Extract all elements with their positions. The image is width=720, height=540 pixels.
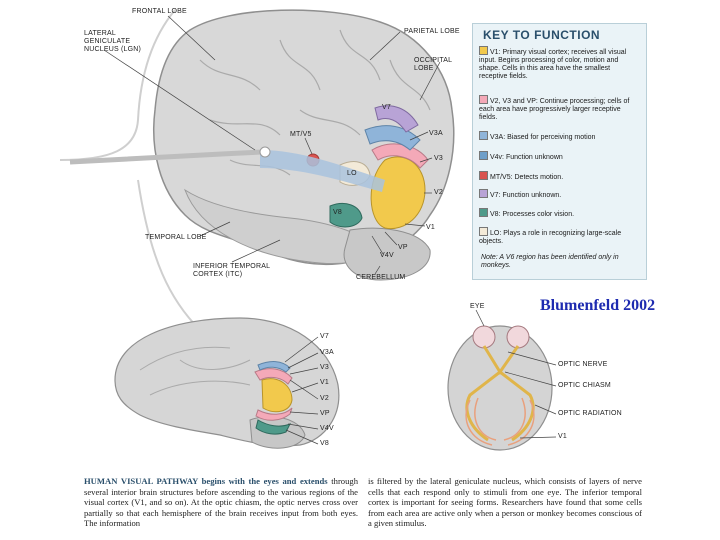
medial-v1	[261, 378, 293, 413]
gyri-lines	[199, 29, 431, 176]
label-ventral-v1: V1	[558, 433, 567, 440]
key-swatch	[479, 171, 488, 180]
medial-label: V2	[320, 395, 329, 402]
key-text: V7: Function unknown.	[490, 192, 562, 199]
label-cerebellum: CEREBELLUM	[356, 274, 406, 281]
key-text: V4v: Function unknown	[490, 154, 563, 161]
medial-leader-lines	[284, 336, 319, 445]
label-itc: INFERIOR TEMPORAL CORTEX (ITC)	[193, 263, 270, 278]
area-v2	[371, 143, 429, 169]
label-v7: V7	[382, 104, 391, 111]
label-v4v: V4v	[380, 252, 394, 259]
label-v3a: V3A	[429, 130, 443, 137]
key-text: LO: Plays a role in recognizing large-sc…	[479, 230, 622, 245]
key-text: MT/V5: Detects motion.	[490, 174, 564, 181]
medial-v2	[254, 368, 293, 385]
key-swatch	[479, 151, 488, 160]
label-v8: V8	[333, 209, 342, 216]
key-swatch	[479, 95, 488, 104]
caption-left-column: HUMAN VISUAL PATHWAY begins with the eye…	[84, 476, 358, 529]
label-eye: EYE	[470, 303, 485, 310]
key-row: MT/V5: Detects motion.	[479, 171, 639, 182]
medial-label: V3A	[320, 349, 334, 356]
cerebellum-shape	[343, 227, 431, 281]
label-mt-v5: MT/V5	[290, 131, 312, 138]
key-row: V2, V3 and VP: Continue processing; cell…	[479, 95, 639, 122]
key-row: V1: Primary visual cortex; receives all …	[479, 46, 639, 81]
key-row: V4v: Function unknown	[479, 151, 639, 162]
label-temporal-lobe: TEMPORAL LOBE	[145, 234, 207, 241]
area-v8	[329, 203, 363, 228]
key-swatch	[479, 208, 488, 217]
caption-left-text: through several interior brain structure…	[84, 476, 358, 529]
medial-v8	[255, 419, 292, 435]
citation: Blumenfeld 2002	[540, 297, 656, 314]
key-row: V3A: Biased for perceiving motion	[479, 131, 639, 142]
ventral-optic-pathway	[465, 345, 535, 442]
optic-radiation-band	[260, 150, 385, 192]
caption-right-column: is filtered by the lateral geniculate nu…	[368, 476, 642, 529]
medial-label: VP	[320, 410, 330, 417]
key-row: LO: Plays a role in recognizing large-sc…	[479, 227, 639, 246]
ventral-radiation	[465, 397, 535, 446]
key-swatch	[479, 227, 488, 236]
key-text: V3A: Biased for perceiving motion	[490, 134, 596, 141]
key-to-function-panel: KEY TO FUNCTION V1: Primary visual corte…	[472, 23, 647, 280]
label-v2: V2	[434, 189, 443, 196]
label-frontal-lobe: FRONTAL LOBE	[132, 8, 187, 15]
key-text: V1: Primary visual cortex; receives all …	[479, 49, 627, 80]
optic-nerve-line	[69, 149, 263, 165]
key-text: V8: Processes color vision.	[490, 211, 575, 218]
medial-vp	[255, 407, 293, 421]
key-title: KEY TO FUNCTION	[483, 28, 601, 42]
medial-label: V3	[320, 364, 329, 371]
label-occipital-lobe: OCCIPITAL LOBE	[414, 57, 452, 72]
head-outline	[59, 9, 201, 331]
ventral-brain	[447, 325, 553, 451]
lgn-dot	[259, 146, 271, 158]
key-text: V2, V3 and VP: Continue processing; cell…	[479, 98, 630, 121]
label-optic-radiation: OPTIC RADIATION	[558, 410, 622, 417]
medial-label: V4v	[320, 425, 334, 432]
medial-gyri	[139, 346, 251, 396]
label-lgn: LATERAL GENICULATE NUCLEUS (LGN)	[84, 30, 142, 53]
medial-label: V8	[320, 440, 329, 447]
label-optic-chiasm: OPTIC CHIASM	[558, 382, 611, 389]
area-v1	[370, 156, 426, 230]
area-v7	[374, 105, 419, 133]
label-v1: V1	[426, 224, 435, 231]
medial-label: V7	[320, 333, 329, 340]
caption-lead: HUMAN VISUAL PATHWAY begins with the eye…	[84, 476, 328, 486]
label-v3: V3	[434, 155, 443, 162]
leader-lines	[103, 15, 441, 275]
label-optic-nerve: OPTIC NERVE	[558, 361, 608, 368]
key-swatch	[479, 131, 488, 140]
key-note: Note: A V6 region has been identified on…	[481, 254, 619, 269]
right-eye	[506, 325, 530, 349]
ventral-leader-lines	[475, 309, 557, 439]
key-row: V7: Function unknown.	[479, 189, 639, 200]
medial-label: V1	[320, 379, 329, 386]
label-lo: LO	[347, 170, 357, 177]
label-parietal-lobe: PARIETAL LOBE	[404, 28, 460, 35]
key-swatch	[479, 189, 488, 198]
key-row: V8: Processes color vision.	[479, 208, 639, 219]
left-eye	[472, 325, 496, 349]
label-vp: VP	[398, 244, 408, 251]
medial-v3	[257, 361, 291, 373]
key-swatch	[479, 46, 488, 55]
